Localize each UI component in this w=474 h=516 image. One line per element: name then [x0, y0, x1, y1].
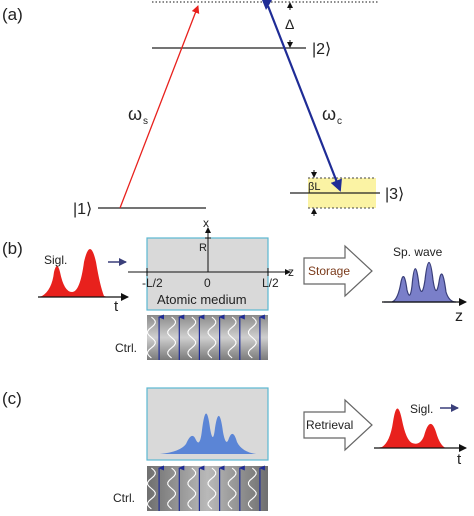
- ctrl-b-wave: [207, 316, 217, 359]
- ctrl-waves-c: [147, 465, 265, 511]
- panel-c-label: (c): [2, 389, 22, 408]
- signal-field-arrow: [119, 5, 200, 209]
- delta-label: Δ: [285, 16, 294, 32]
- panel-c: (c) Ctrl. Retrieval t Sigl.: [2, 387, 467, 511]
- ctrl-b-wave: [227, 316, 237, 359]
- retrieval-label: Retrieval: [306, 418, 353, 432]
- neg-L2-label: -L/2: [142, 276, 163, 290]
- beta-label: βL: [308, 181, 320, 193]
- zero-label: 0: [204, 276, 211, 290]
- level-1-label: |1⟩: [73, 201, 92, 218]
- ctrl-b-wave: [187, 316, 197, 359]
- ctrl-label-c: Ctrl.: [113, 491, 135, 505]
- R-label: R: [199, 242, 207, 254]
- level-3-label: |3⟩: [385, 186, 404, 203]
- level-2-label: |2⟩: [312, 41, 331, 58]
- spin-wave-label: Sp. wave: [393, 245, 443, 259]
- panel-b-label: (b): [2, 239, 23, 258]
- ctrl-c-wave: [147, 467, 156, 510]
- storage-label: Storage: [308, 264, 350, 278]
- ctrl-c-wave: [227, 467, 237, 510]
- medium-label: Atomic medium: [157, 292, 247, 307]
- spin-wave-z-label: z: [455, 308, 463, 325]
- signal-omega-sub: s: [143, 116, 148, 127]
- ctrl-c-wave: [247, 467, 257, 510]
- spin-wave-shape: [384, 261, 457, 303]
- ctrl-b-wave: [247, 316, 257, 359]
- x-axis-label: x: [203, 216, 209, 230]
- panel-a: (a) |2⟩ |1⟩ |3⟩ βL Δ ω s ω c: [2, 0, 404, 218]
- control-arrow-top-head: [262, 0, 272, 10]
- input-signal-label: Sigl.: [44, 253, 67, 267]
- output-signal-pulses: [376, 408, 446, 448]
- ctrl-strip-b: [147, 315, 268, 360]
- ctrl-c-wave: [207, 467, 217, 510]
- ctrl-waves-b: [147, 314, 265, 360]
- ctrl-c-wave: [167, 467, 176, 510]
- output-signal-label: Sigl.: [410, 402, 433, 416]
- ctrl-b-wave: [167, 316, 176, 359]
- z-axis-label: z: [288, 265, 294, 279]
- ctrl-label-b: Ctrl.: [115, 341, 137, 355]
- output-time-label: t: [457, 451, 462, 468]
- pos-L2-label: L/2: [262, 276, 279, 290]
- panel-a-label: (a): [2, 5, 23, 24]
- input-time-label: t: [114, 298, 119, 315]
- control-omega-sub: c: [337, 116, 342, 127]
- control-omega-label: ω: [322, 104, 336, 124]
- input-signal-pulses: [38, 249, 108, 297]
- ctrl-b-wave: [147, 316, 156, 359]
- stored-spin-wave-c: [160, 413, 256, 454]
- control-field-arrow: [266, 5, 342, 192]
- ctrl-c-wave: [187, 467, 197, 510]
- ctrl-strip-c: [147, 466, 268, 511]
- signal-omega-label: ω: [128, 104, 142, 124]
- panel-b: (b) t Sigl. x z R -L/2 0 L/2 Atomic medi…: [2, 216, 467, 360]
- storage-arrow: [303, 244, 373, 298]
- retrieval-arrow: [303, 398, 373, 452]
